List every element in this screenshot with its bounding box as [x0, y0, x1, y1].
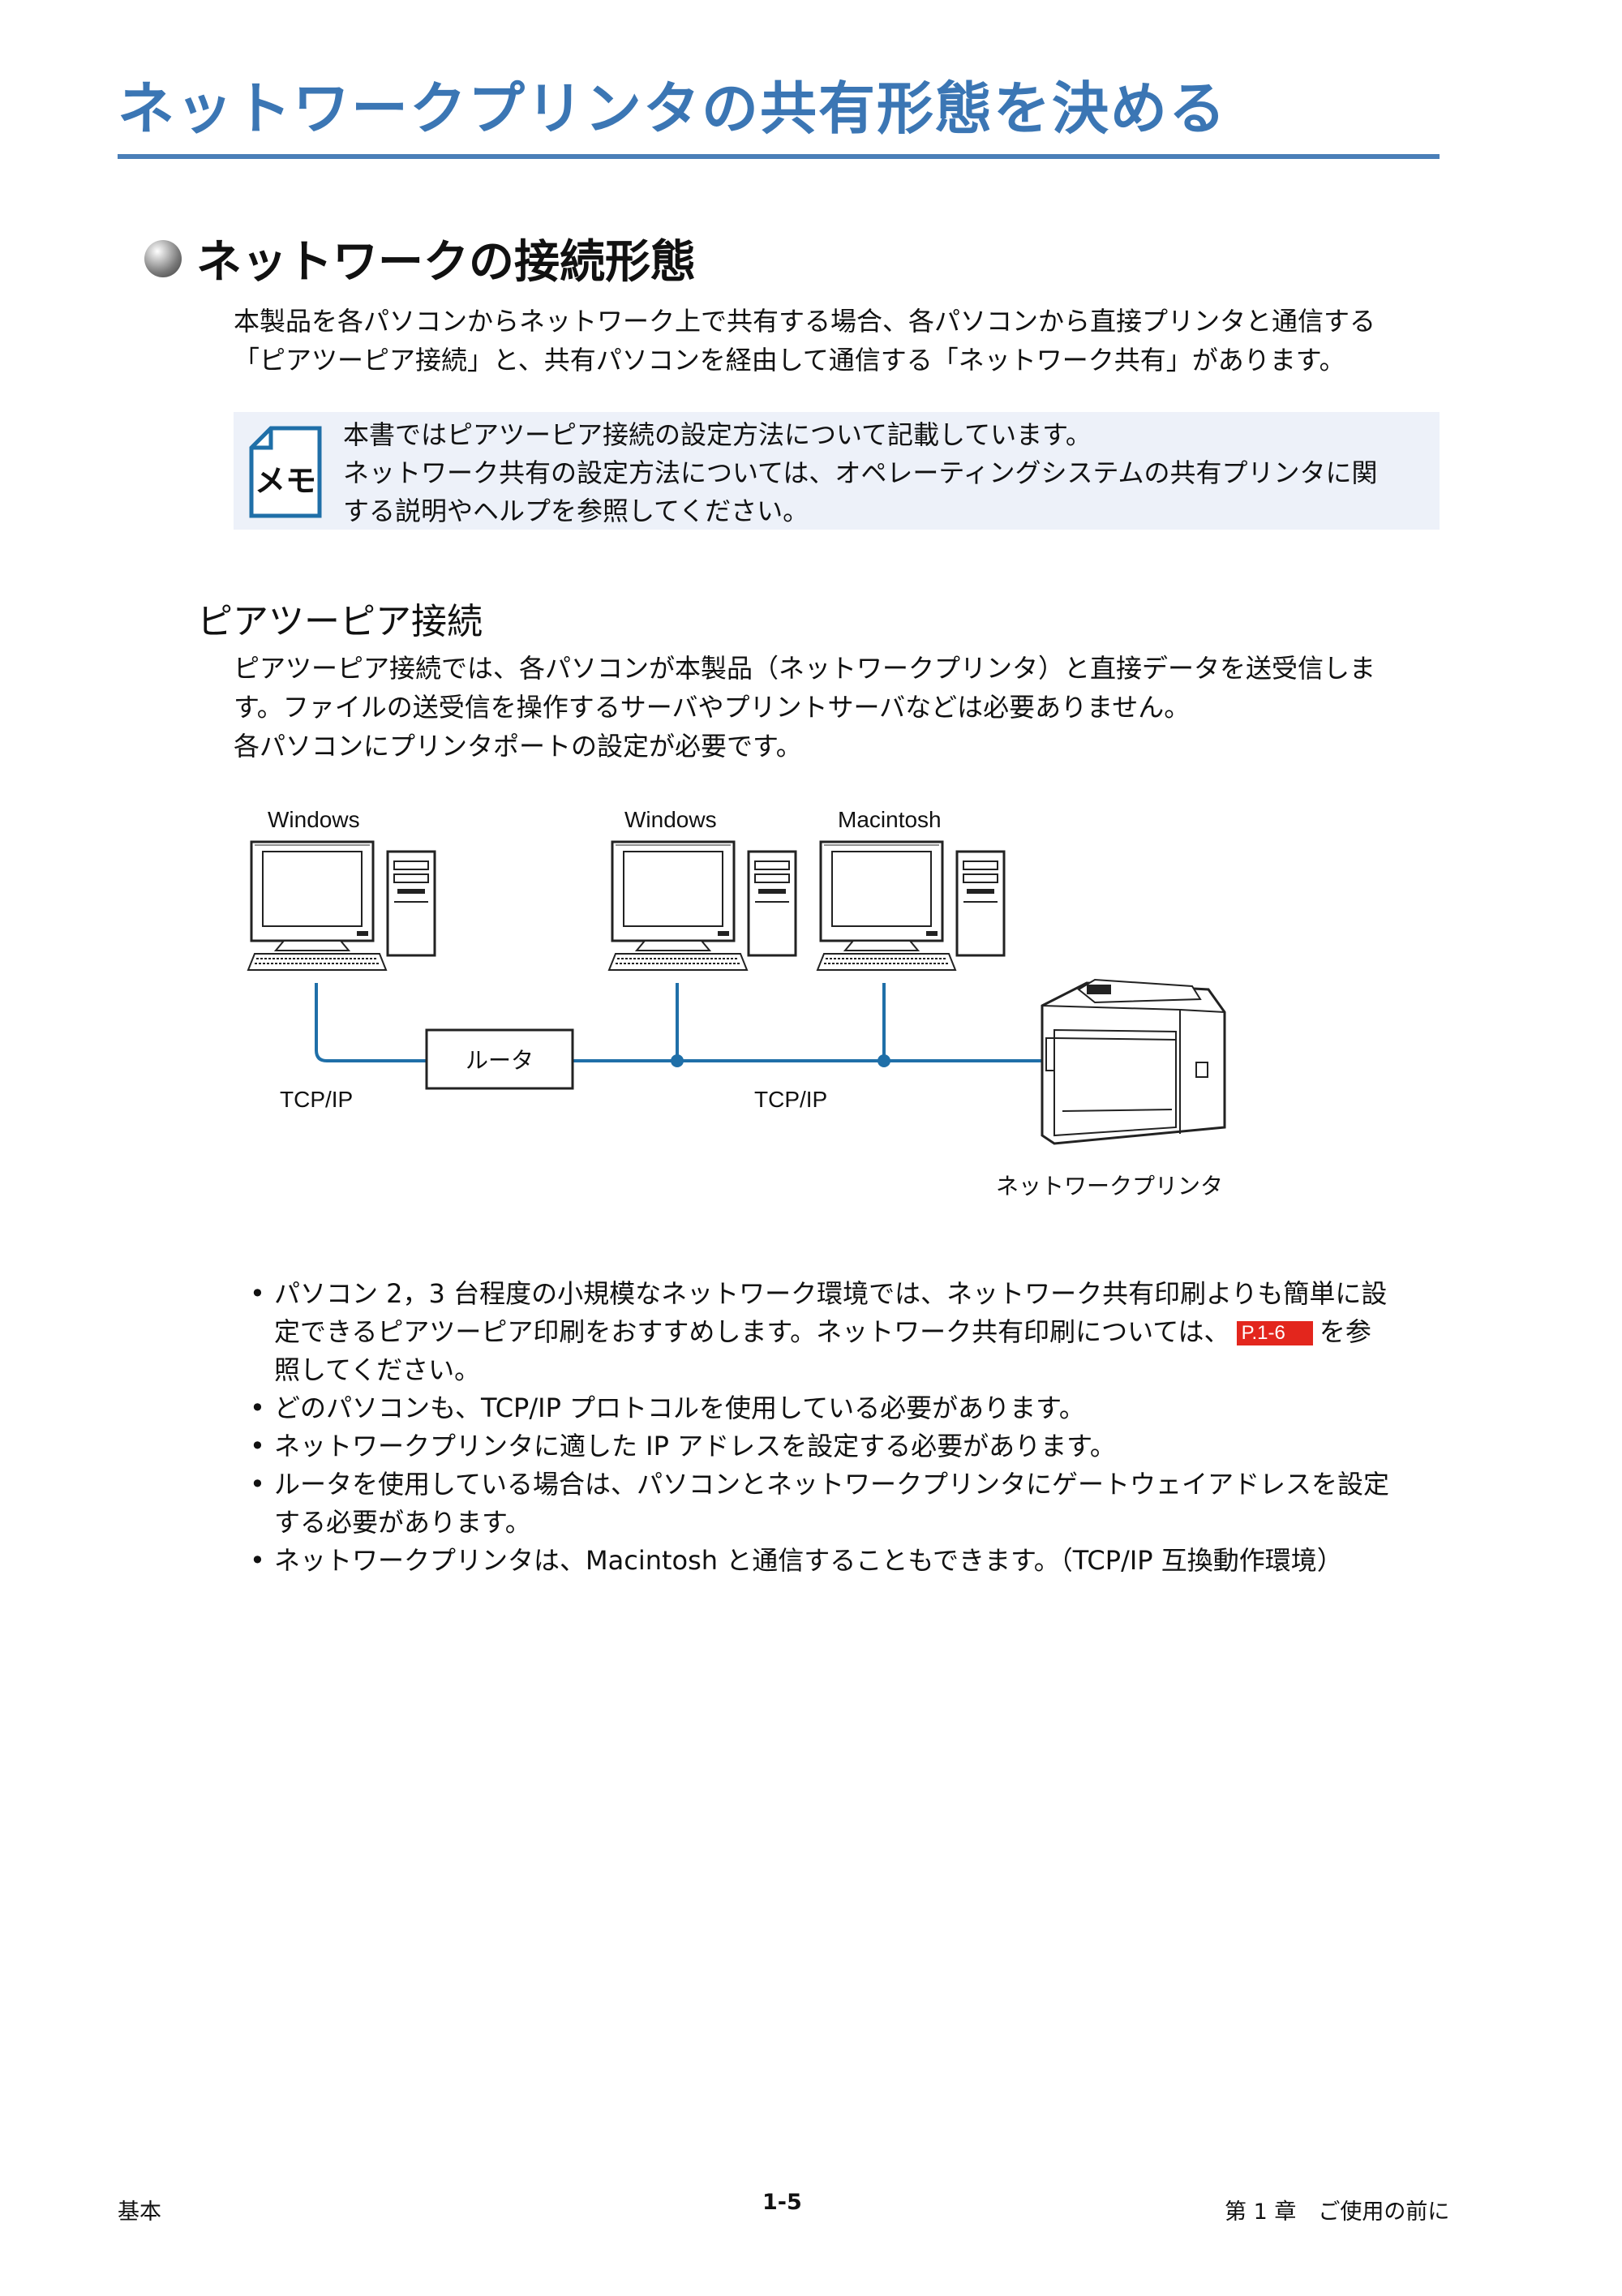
junction-node: [878, 1054, 890, 1067]
protocol-left-label: TCP/IP: [280, 1087, 353, 1112]
list-item: • どのパソコンも、TCP/IP プロトコルを使用している必要があります。: [250, 1389, 1442, 1427]
junction-node: [671, 1054, 684, 1067]
protocol-right-label: TCP/IP: [754, 1087, 827, 1112]
section-heading: ネットワークの接続形態: [144, 225, 696, 291]
pc2-label: Windows: [624, 807, 717, 832]
body-line: ピアツーピア接続では、各パソコンが本製品（ネットワークプリンタ）と直接データを送…: [234, 653, 1376, 684]
bullet-text: 照してください。: [274, 1354, 481, 1385]
bullet-text: ネットワークプリンタに適した IP アドレスを設定する必要があります。: [274, 1431, 1116, 1461]
bullet-marker: •: [250, 1469, 265, 1500]
bullet-text: どのパソコンも、TCP/IP プロトコルを使用している必要があります。: [274, 1393, 1085, 1423]
bullet-text: パソコン 2，3 台程度の小規模なネットワーク環境では、ネットワーク共有印刷より…: [274, 1278, 1388, 1309]
page-reference-link[interactable]: P.1-6: [1236, 1321, 1314, 1345]
bullet-marker: •: [250, 1278, 265, 1309]
memo-icon: メモ: [247, 425, 324, 519]
pc1-label: Windows: [268, 807, 360, 832]
memo-line: ネットワーク共有の設定方法については、オペレーティングシステムの共有プリンタに関: [343, 457, 1378, 488]
section-intro: 本製品を各パソコンからネットワーク上で共有する場合、各パソコンから直接プリンタと…: [234, 302, 1375, 380]
subsection-title: ピアツーピア接続: [197, 601, 483, 642]
footer-left: 基本: [118, 2199, 161, 2225]
bullet-text: 定できるピアツーピア印刷をおすすめします。ネットワーク共有印刷については、P.1…: [274, 1313, 1442, 1351]
body-line: 各パソコンにプリンタポートの設定が必要です。: [234, 731, 802, 762]
memo-line: する説明やヘルプを参照してください。: [343, 496, 809, 526]
memo-line: 本書ではピアツーピア接続の設定方法について記載しています。: [343, 419, 1092, 450]
section-title: ネットワークの接続形態: [196, 236, 696, 289]
network-printer-icon: [1041, 978, 1226, 1145]
list-item: • ネットワークプリンタに適した IP アドレスを設定する必要があります。: [250, 1427, 1442, 1466]
router-box: [425, 1028, 574, 1090]
list-item: • ルータを使用している場合は、パソコンとネットワークプリンタにゲートウェイアド…: [250, 1466, 1442, 1542]
footer-right: 第 1 章 ご使用の前に: [1225, 2199, 1450, 2225]
bullet-list: • パソコン 2，3 台程度の小規模なネットワーク環境では、ネットワーク共有印刷…: [250, 1275, 1442, 1580]
title-rule: [118, 154, 1440, 159]
bullet-text: する必要があります。: [274, 1507, 531, 1538]
bullet-text: ルータを使用している場合は、パソコンとネットワークプリンタにゲートウェイアドレス…: [274, 1469, 1390, 1500]
bullet-marker: •: [250, 1393, 265, 1423]
pc-windows-1: [247, 840, 436, 972]
bullet-marker: •: [250, 1431, 265, 1461]
network-diagram: Windows Windows Macintosh ルータ TCP/IP TCP…: [235, 795, 1273, 1233]
bullet-ball-icon: [144, 239, 182, 277]
memo-box: メモ 本書ではピアツーピア接続の設定方法について記載しています。 ネットワーク共…: [234, 412, 1440, 530]
printer-label: ネットワークプリンタ: [996, 1173, 1223, 1199]
bullet-text-part: 定できるピアツーピア印刷をおすすめします。ネットワーク共有印刷については、: [274, 1316, 1230, 1347]
memo-text: 本書ではピアツーピア接続の設定方法について記載しています。 ネットワーク共有の設…: [343, 416, 1378, 530]
bullet-text: ネットワークプリンタは、Macintosh と通信することもできます。（TCP/…: [274, 1545, 1343, 1576]
bullet-text-part: を参: [1319, 1316, 1371, 1347]
page-number: 1-5: [762, 2190, 802, 2215]
router-label: ルータ: [466, 1047, 534, 1074]
pc3-label: Macintosh: [838, 807, 942, 832]
list-item: • パソコン 2，3 台程度の小規模なネットワーク環境では、ネットワーク共有印刷…: [250, 1275, 1442, 1389]
memo-icon-label: メモ: [255, 463, 316, 499]
pc-macintosh: [816, 840, 1006, 972]
link-pc1-router: [315, 983, 427, 1062]
subsection-body: ピアツーピア接続では、各パソコンが本製品（ネットワークプリンタ）と直接データを送…: [234, 649, 1375, 766]
bullet-marker: •: [250, 1545, 265, 1576]
pc-windows-2: [607, 840, 797, 972]
intro-line: 「ピアツーピア接続」と、共有パソコンを経由して通信する「ネットワーク共有」があり…: [234, 345, 1345, 376]
intro-line: 本製品を各パソコンからネットワーク上で共有する場合、各パソコンから直接プリンタと…: [234, 306, 1376, 337]
list-item: • ネットワークプリンタは、Macintosh と通信することもできます。（TC…: [250, 1542, 1442, 1580]
body-line: す。ファイルの送受信を操作するサーバやプリントサーバなどは必要ありません。: [234, 692, 1191, 723]
page-title: ネットワークプリンタの共有形態を決める: [118, 75, 1227, 142]
